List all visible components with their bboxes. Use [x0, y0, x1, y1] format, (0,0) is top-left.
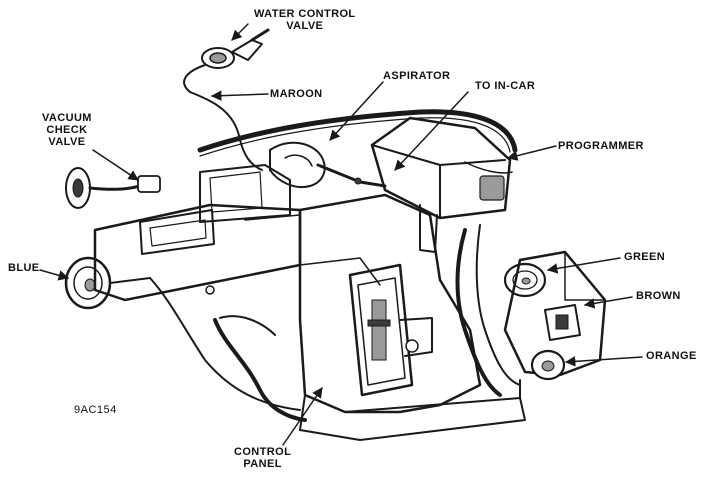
control-panel-part: [348, 263, 433, 397]
programmer-part: [370, 116, 513, 253]
vacuum-check-valve-part: [65, 167, 161, 209]
green-vacuum-actuator: [503, 262, 547, 298]
maroon-label: MAROON: [270, 88, 323, 100]
brown-label: BROWN: [636, 290, 681, 302]
control-panel-line-2: PANEL: [243, 458, 282, 470]
orange-label: ORANGE: [646, 350, 697, 362]
green-label: GREEN: [624, 251, 666, 263]
blower-housing: [298, 193, 526, 441]
water-control-valve-label: WATER CONTROL VALVE: [254, 8, 356, 32]
vacuum-line-3: VALVE: [48, 136, 86, 148]
figure-code: 9AC154: [74, 404, 117, 416]
orange-vacuum-actuator: [530, 349, 566, 381]
control-panel-line-1: CONTROL: [234, 446, 292, 458]
hose-bundle: [197, 109, 518, 153]
aspirator-label: ASPIRATOR: [383, 70, 451, 82]
heater-housing: [93, 164, 302, 302]
to-in-car-label: TO IN-CAR: [475, 80, 536, 92]
vacuum-line-1: VACUUM: [42, 112, 92, 124]
aspirator-part: [269, 141, 387, 188]
maroon-vacuum-line: [189, 91, 263, 171]
control-panel-label: CONTROL PANEL: [234, 446, 291, 470]
blue-vacuum-actuator: [64, 256, 151, 310]
programmer-label: PROGRAMMER: [558, 140, 644, 152]
vacuum-check-valve-label: VACUUM CHECK VALVE: [42, 112, 92, 148]
vacuum-line-2: CHECK: [46, 124, 88, 136]
water-control-valve-part: [183, 28, 270, 93]
wiring-harness-left: [213, 318, 307, 422]
water-control-line-2: VALVE: [286, 20, 324, 32]
leader-arrows: [39, 23, 643, 446]
blue-label: BLUE: [8, 262, 40, 274]
wiring-harness-right: [455, 228, 502, 397]
water-control-line-1: WATER CONTROL: [254, 8, 356, 20]
